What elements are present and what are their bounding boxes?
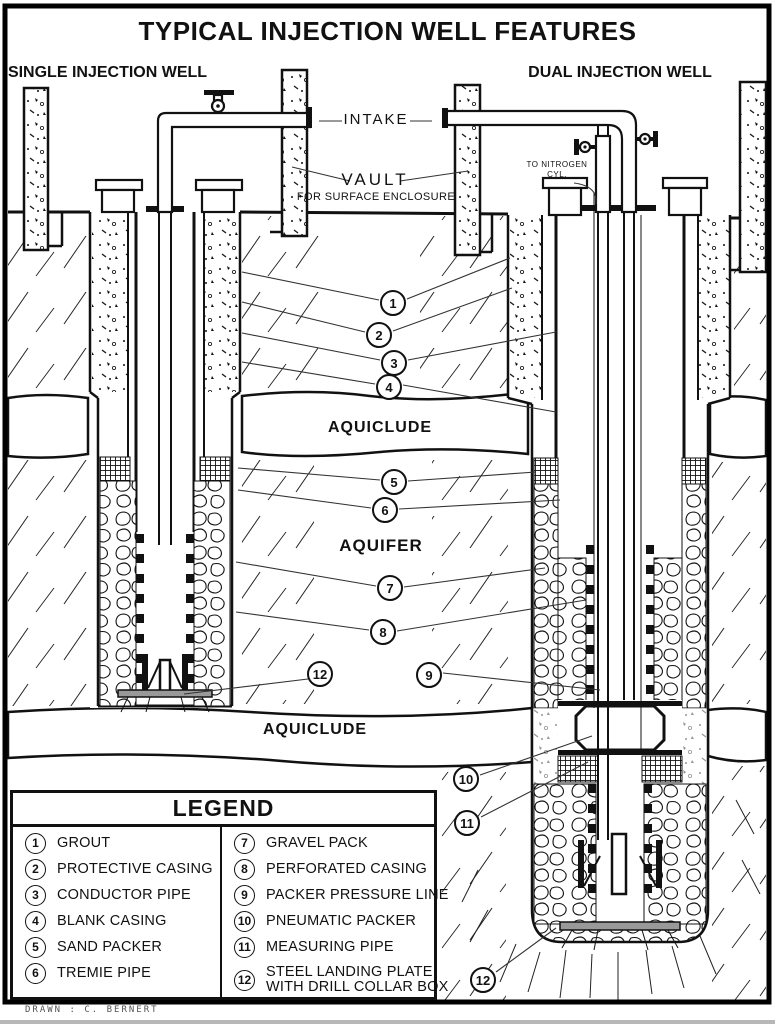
intake-label: INTAKE xyxy=(343,111,409,128)
legend-item-grout: 1 GROUT xyxy=(13,830,220,856)
legend-num-4: 4 xyxy=(25,910,46,932)
legend-item-gravel-pack: 7 GRAVEL PACK xyxy=(222,830,434,856)
callout-1: 1 xyxy=(380,290,406,316)
valve-handle xyxy=(574,139,579,155)
legend-num-1: 1 xyxy=(25,832,46,854)
sheet-border xyxy=(2,3,772,1005)
legend-num-12: 12 xyxy=(234,969,255,991)
dual-well-drawing xyxy=(442,108,732,951)
legend-item-measuring-pipe: 11 MEASURING PIPE xyxy=(222,934,434,960)
legend-label-9: PACKER PRESSURE LINE xyxy=(266,887,449,903)
legend-item-protective-casing: 2 PROTECTIVE CASING xyxy=(13,856,220,882)
legend-item-blank-casing: 4 BLANK CASING xyxy=(13,908,220,934)
legend-label-4: BLANK CASING xyxy=(57,913,167,929)
legend-label-12-line1: STEEL LANDING PLATE xyxy=(266,964,433,980)
legend-label-12: STEEL LANDING PLATE WITH DRILL COLLAR BO… xyxy=(266,965,449,995)
dual-grout-annulus xyxy=(510,217,542,398)
single-protective-casing-stubs xyxy=(94,178,244,214)
legend-num-8: 8 xyxy=(234,858,255,880)
dual-well-heading: DUAL INJECTION WELL xyxy=(528,64,712,81)
callout-2: 2 xyxy=(366,322,392,348)
dual-landing-plate xyxy=(559,832,681,951)
callout-11: 11 xyxy=(454,810,480,836)
callout-4: 4 xyxy=(376,374,402,400)
legend-title: LEGEND xyxy=(13,793,434,827)
dual-gravel-pack-upper xyxy=(533,483,559,709)
bedrock-hatch-marks xyxy=(461,799,761,1000)
drawn-by-credit: DRAWN : C. BERNERT xyxy=(25,1005,159,1015)
legend-item-perforated-casing: 8 PERFORATED CASING xyxy=(222,856,434,882)
legend-label-8: PERFORATED CASING xyxy=(266,861,428,877)
legend-label-10: PNEUMATIC PACKER xyxy=(266,913,417,929)
single-well-drawing xyxy=(88,90,312,713)
single-landing-plate xyxy=(117,654,213,713)
aquifer-label: AQUIFER xyxy=(339,536,423,555)
legend-num-9: 9 xyxy=(234,884,255,906)
dual-protective-casing-stubs xyxy=(541,176,709,217)
legend-label-2: PROTECTIVE CASING xyxy=(57,861,213,877)
valve-handle xyxy=(653,131,658,147)
callout-7: 7 xyxy=(377,575,403,601)
callout-6: 6 xyxy=(372,497,398,523)
legend-column-1: 1 GROUT 2 PROTECTIVE CASING 3 CONDUCTOR … xyxy=(13,827,222,997)
legend-label-5: SAND PACKER xyxy=(57,939,163,955)
dual-gravel-pack-lower xyxy=(533,783,708,942)
aquiclude-lower-label: AQUICLUDE xyxy=(262,721,368,738)
legend-item-pneumatic-packer: 10 PNEUMATIC PACKER xyxy=(222,908,434,934)
legend-item-sand-packer: 5 SAND PACKER xyxy=(13,934,220,960)
single-gravel-pack xyxy=(99,480,137,707)
legend-column-2: 7 GRAVEL PACK 8 PERFORATED CASING 9 PACK… xyxy=(222,827,448,1000)
dual-sand-packer xyxy=(533,457,559,485)
callout-9: 9 xyxy=(416,662,442,688)
single-tremie-pipe xyxy=(158,212,172,545)
scan-edge xyxy=(0,1020,775,1024)
legend-label-7: GRAVEL PACK xyxy=(266,835,368,851)
nitrogen-line-1: TO NITROGEN xyxy=(526,160,588,169)
packer-pressure-line xyxy=(593,192,642,750)
callout-12-single: 12 xyxy=(307,661,333,687)
legend-label-12-line2: WITH DRILL COLLAR BOX xyxy=(266,979,449,995)
callout-10: 10 xyxy=(453,766,479,792)
legend-label-6: TREMIE PIPE xyxy=(57,965,152,981)
legend-item-conductor-pipe: 3 CONDUCTOR PIPE xyxy=(13,882,220,908)
dual-intake-pipe xyxy=(442,108,658,214)
legend-num-2: 2 xyxy=(25,858,46,880)
legend-label-1: GROUT xyxy=(57,835,111,851)
callout-5: 5 xyxy=(381,469,407,495)
dual-injection-strings xyxy=(597,125,635,840)
vault-subtitle-label: FOR SURFACE ENCLOSURE xyxy=(296,191,456,203)
single-sand-packer xyxy=(99,456,131,482)
legend-num-7: 7 xyxy=(234,832,255,854)
page-title: TYPICAL INJECTION WELL FEATURES xyxy=(138,16,637,46)
single-well-heading: SINGLE INJECTION WELL xyxy=(7,64,208,81)
legend-num-11: 11 xyxy=(234,936,255,958)
vault-label: VAULT xyxy=(341,170,409,189)
callout-12-dual: 12 xyxy=(470,967,496,993)
legend-num-5: 5 xyxy=(25,936,46,958)
valve-handle xyxy=(204,90,234,95)
legend-num-10: 10 xyxy=(234,910,255,932)
legend-item-packer-pressure-line: 9 PACKER PRESSURE LINE xyxy=(222,882,448,908)
legend-item-steel-landing-plate: 12 STEEL LANDING PLATE WITH DRILL COLLAR… xyxy=(222,960,448,1000)
legend-num-6: 6 xyxy=(25,962,46,984)
legend-box: LEGEND 1 GROUT 2 PROTECTIVE CASING 3 CON… xyxy=(10,790,448,1000)
legend-num-3: 3 xyxy=(25,884,46,906)
single-intake-pipe xyxy=(156,90,312,214)
legend-label-11: MEASURING PIPE xyxy=(266,939,394,955)
callout-3: 3 xyxy=(381,350,407,376)
aquiclude-upper-label: AQUICLUDE xyxy=(327,419,433,436)
single-perforated-casing xyxy=(136,534,194,690)
callout-8: 8 xyxy=(370,619,396,645)
legend-item-tremie-pipe: 6 TREMIE PIPE xyxy=(13,960,220,986)
callout-leader-lines xyxy=(183,120,601,973)
legend-body: 1 GROUT 2 PROTECTIVE CASING 3 CONDUCTOR … xyxy=(13,827,448,1000)
legend-label-3: CONDUCTOR PIPE xyxy=(57,887,191,903)
nitrogen-line-label: TO NITROGEN CYL. xyxy=(526,160,588,180)
single-grout-annulus xyxy=(92,214,128,392)
nitrogen-line-2: CYL. xyxy=(547,170,567,179)
